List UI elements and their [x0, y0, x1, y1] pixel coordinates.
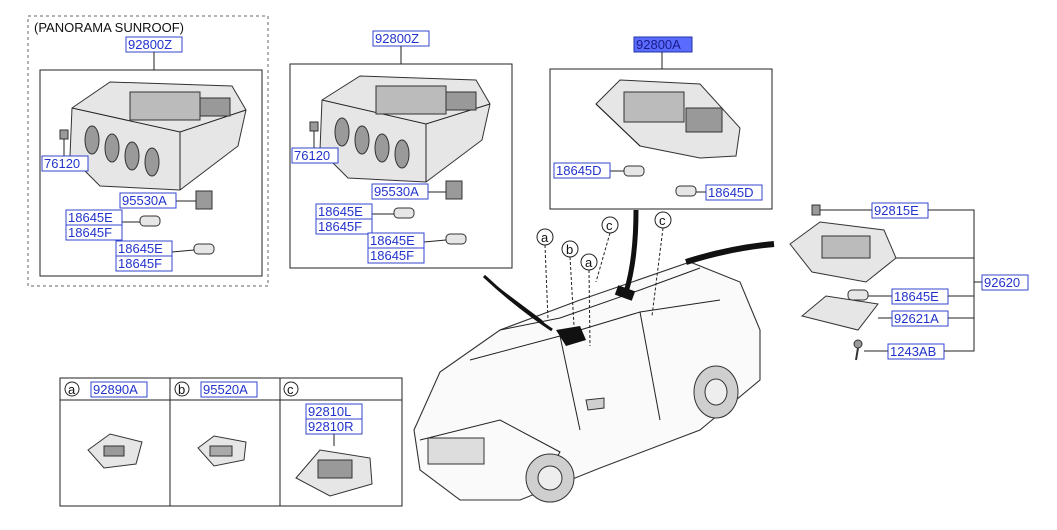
panorama-bulb-1-drawing [139, 215, 161, 227]
callout-c-1-label: c [606, 218, 613, 233]
highlight-part-18645d-2-tag[interactable] [705, 184, 763, 201]
legend-drawing-a [87, 433, 143, 469]
legend-part-95520a[interactable]: 95520A [203, 382, 248, 397]
panorama-part-95530a[interactable]: 95530A [122, 193, 167, 208]
highlight-frame [549, 68, 773, 210]
callout-c-2-label: c [659, 213, 666, 228]
rear-part-1243ab[interactable]: 1243AB [890, 344, 936, 359]
panorama-part-76120-tag[interactable] [41, 155, 89, 172]
panorama-inner-frame [39, 69, 263, 277]
standard-part-76120[interactable]: 76120 [294, 148, 330, 163]
leader-arrows [482, 209, 775, 346]
rear-part-92815e[interactable]: 92815E [874, 203, 919, 218]
legend-letter-c: c [287, 382, 294, 397]
rear-lamp-housing-drawing [789, 221, 897, 283]
panorama-part-18645e-1[interactable]: 18645E [68, 210, 113, 225]
panorama-caption: (PANORAMA SUNROOF) [34, 20, 184, 35]
standard-switch-drawing [445, 180, 463, 200]
panorama-dashed-frame [27, 15, 269, 287]
standard-bulb-2-drawing [445, 233, 467, 245]
callouts: a b a c c [536, 211, 672, 347]
legend-part-92810l[interactable]: 92810L [308, 404, 351, 419]
rear-assembly-tag[interactable] [981, 274, 1029, 291]
highlight-group: 92800A 18645D 18645D [549, 36, 773, 210]
legend-drawing-c [295, 449, 373, 497]
highlight-assembly-tag[interactable] [633, 36, 693, 53]
standard-bulb-1-drawing [393, 207, 415, 219]
legend-drawing-b [197, 435, 247, 467]
standard-lamp-housing-drawing [319, 75, 491, 183]
standard-part-95530a-tag[interactable] [371, 183, 429, 200]
panorama-part-18645f-1-tag[interactable] [65, 224, 123, 241]
panorama-part-18645f-1[interactable]: 18645F [68, 225, 112, 240]
standard-part-95530a[interactable]: 95530A [374, 184, 419, 199]
rear-screw-drawing [853, 339, 863, 361]
highlight-part-18645d-2[interactable]: 18645D [708, 185, 754, 200]
panorama-part-18645e-2[interactable]: 18645E [118, 241, 163, 256]
rear-clip-drawing [811, 204, 821, 216]
legend-letter-b: b [178, 382, 185, 397]
standard-part-18645e-2[interactable]: 18645E [370, 233, 415, 248]
panorama-assembly-number[interactable]: 92800Z [128, 37, 172, 52]
panorama-lamp-housing-drawing [69, 81, 247, 191]
rear-bulb-drawing [847, 289, 869, 301]
legend-part-95520a-tag[interactable] [200, 381, 258, 398]
panorama-switch-drawing [195, 190, 213, 210]
legend-part-92890a-tag[interactable] [90, 381, 148, 398]
rear-part-18645e[interactable]: 18645E [894, 289, 939, 304]
panorama-part-95530a-tag[interactable] [119, 192, 177, 209]
highlight-bulb-2-drawing [675, 185, 697, 197]
callout-a-2-label: a [585, 255, 593, 270]
highlight-lamp-housing-drawing [595, 79, 741, 159]
standard-part-18645f-1-tag[interactable] [315, 218, 373, 235]
highlight-part-18645d-1[interactable]: 18645D [556, 163, 602, 178]
standard-assembly-number[interactable]: 92800Z [375, 31, 419, 46]
panorama-part-18645f-2[interactable]: 18645F [118, 256, 162, 271]
highlight-bulb-1-drawing [623, 165, 645, 177]
callout-a-1-label: a [541, 230, 549, 245]
highlight-assembly-number[interactable]: 92800A [636, 37, 681, 52]
panorama-group: (PANORAMA SUNROOF) 92800Z 76120 95530A 1 [27, 15, 269, 287]
legend-table: a 92890A b 95520A c 92810L 92810R [59, 377, 403, 507]
legend-letter-a: a [68, 382, 76, 397]
vehicle-drawing [413, 261, 761, 503]
panorama-part-76120[interactable]: 76120 [44, 156, 80, 171]
standard-group: 92800Z 76120 95530A 18645E 18645F [289, 30, 513, 269]
panorama-part-18645f-2-tag[interactable] [115, 255, 173, 272]
callout-b-label: b [566, 242, 573, 257]
highlight-part-18645d-1-tag[interactable] [553, 162, 611, 179]
standard-part-18645f-1[interactable]: 18645F [318, 219, 362, 234]
rear-assembly-number[interactable]: 92620 [984, 275, 1020, 290]
legend-part-92890a[interactable]: 92890A [93, 382, 138, 397]
standard-frame [289, 63, 513, 269]
rear-lens-drawing [800, 295, 879, 331]
standard-part-18645f-2-tag[interactable] [367, 247, 425, 264]
rear-lamp-group: 92815E 18645E 92621A 1243AB 92620 [789, 202, 1029, 361]
standard-part-18645e-1[interactable]: 18645E [318, 204, 363, 219]
panorama-clip-drawing [59, 129, 69, 140]
legend-part-92810r[interactable]: 92810R [308, 419, 354, 434]
rear-part-92621a[interactable]: 92621A [894, 311, 939, 326]
standard-clip-drawing [309, 121, 319, 132]
standard-part-18645f-2[interactable]: 18645F [370, 248, 414, 263]
panorama-bulb-2-drawing [193, 243, 215, 255]
standard-part-76120-tag[interactable] [291, 147, 339, 164]
